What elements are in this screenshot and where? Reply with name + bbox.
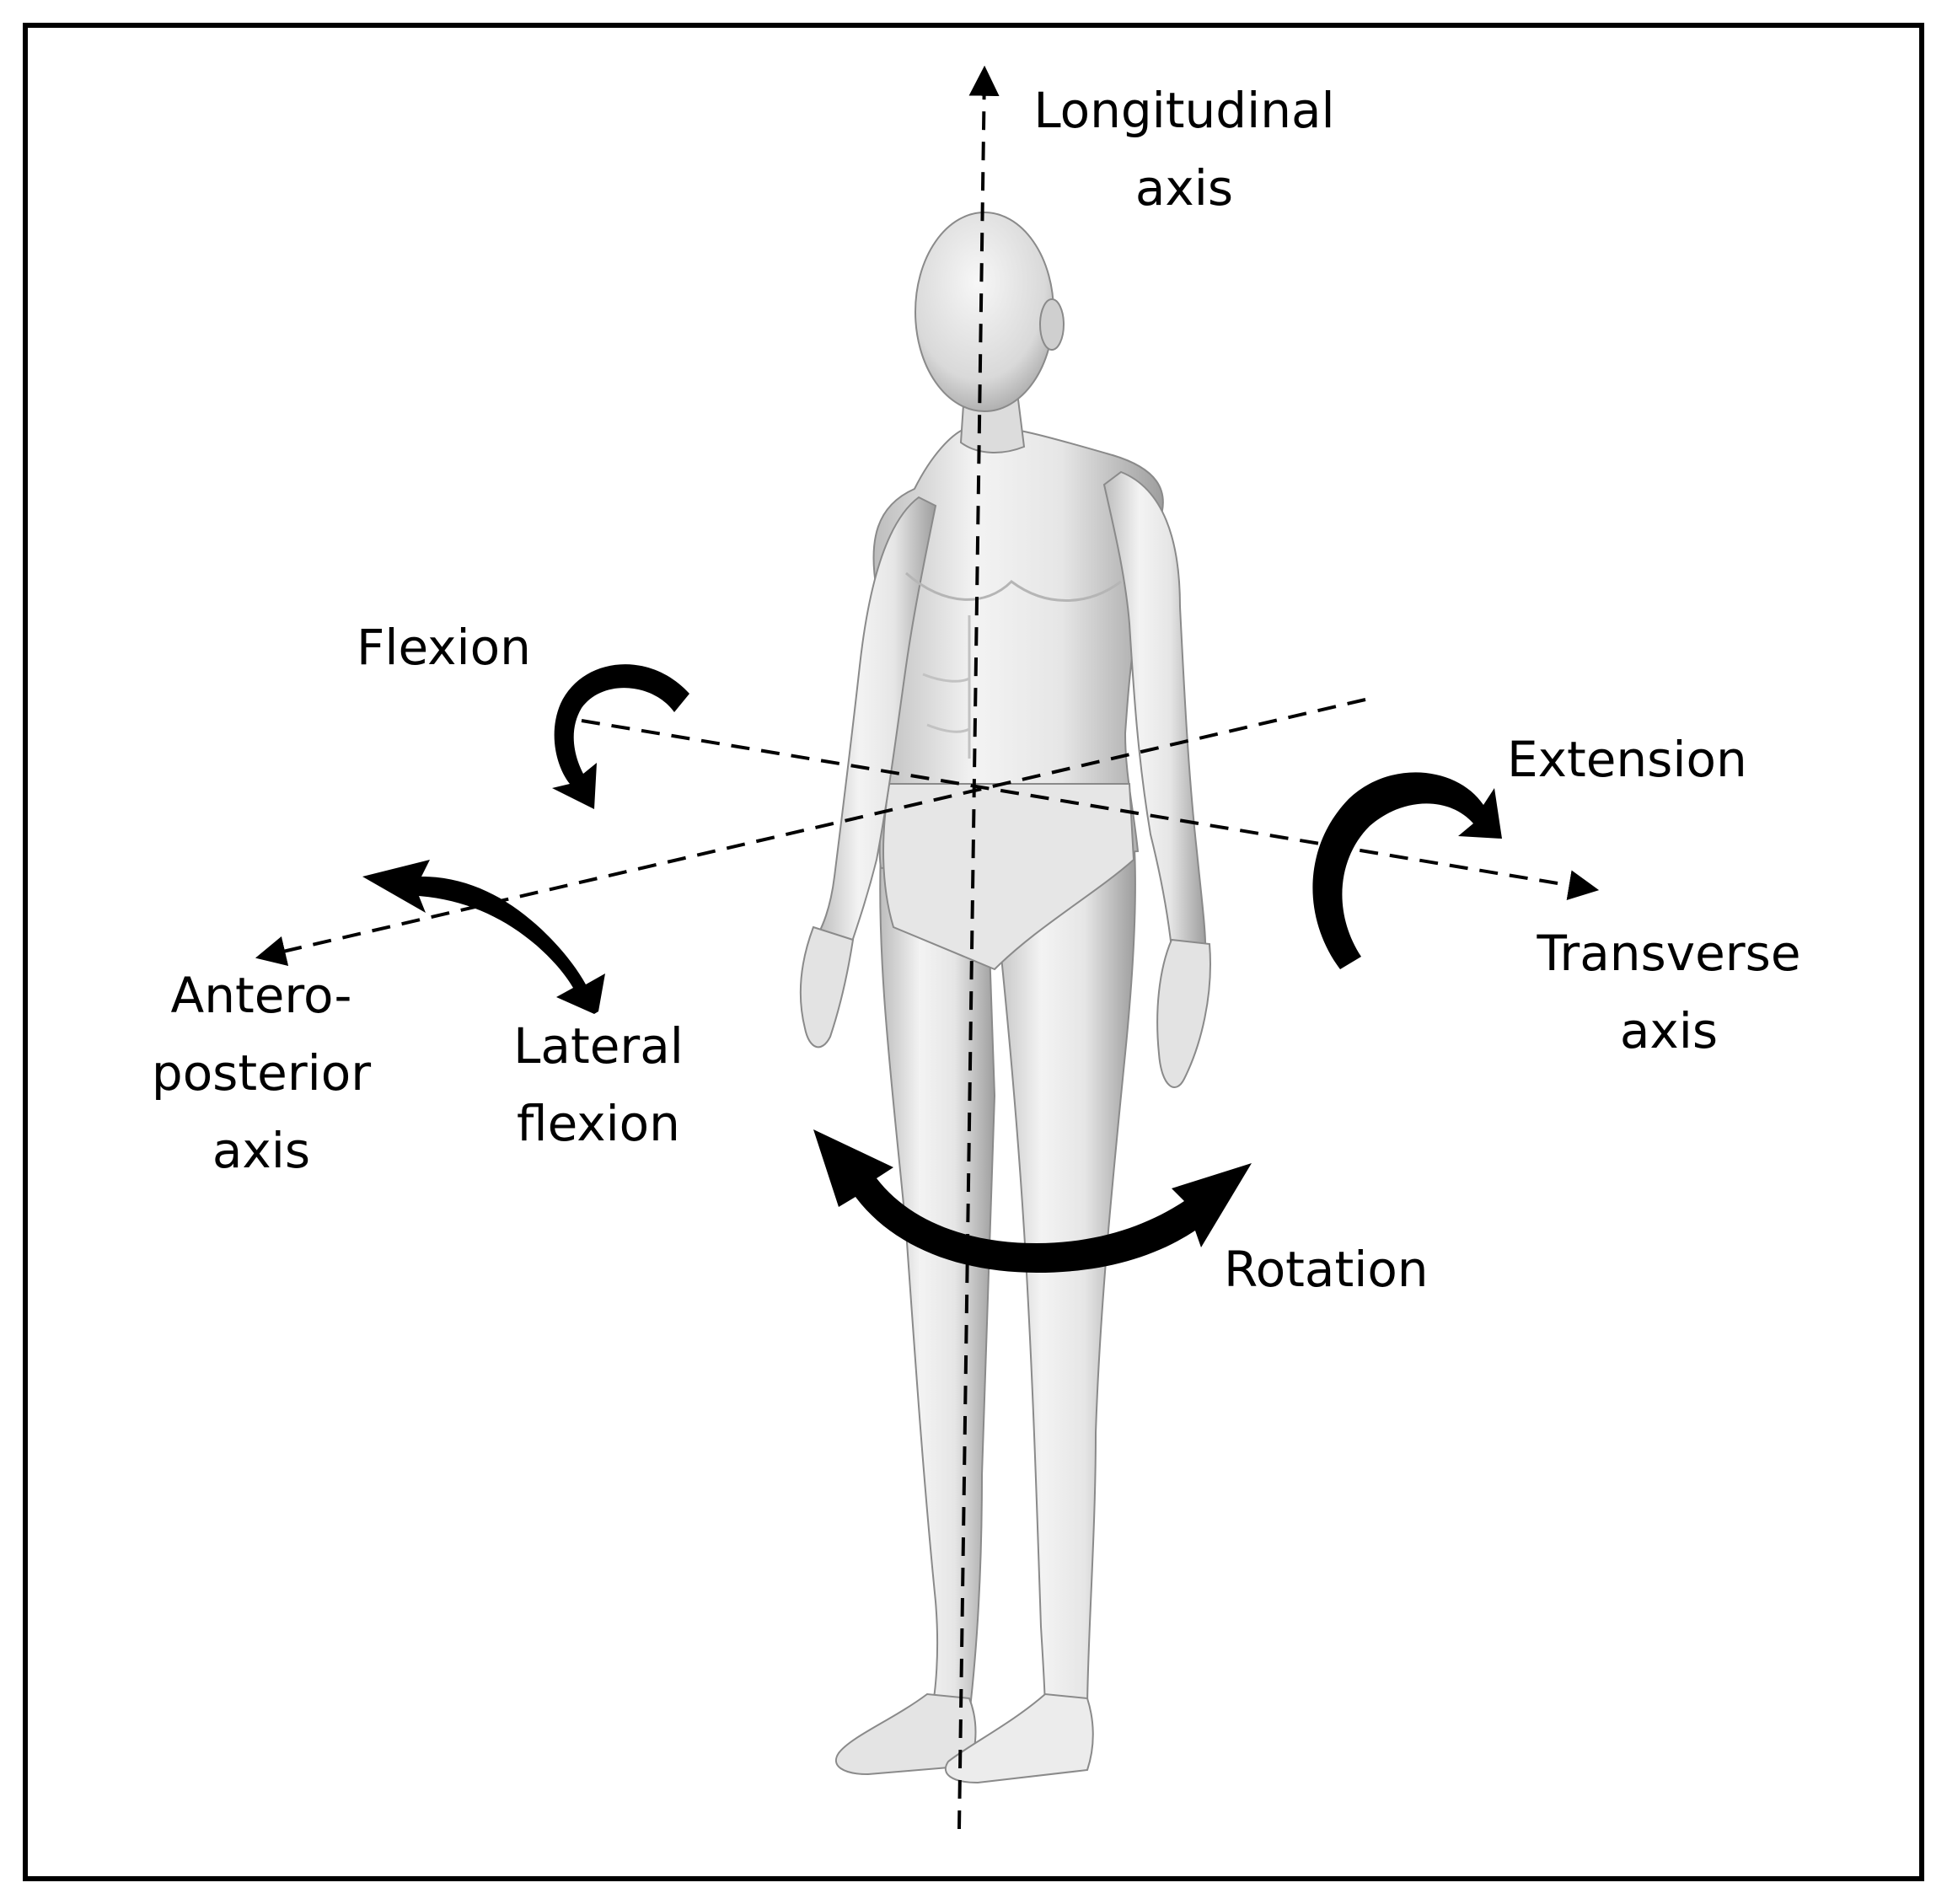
- ear: [1039, 298, 1065, 351]
- transverse-axis-label-line2: axis: [1619, 1002, 1719, 1059]
- longitudinal-axis-label-line2: axis: [1134, 159, 1234, 217]
- lateral-flexion-label: Lateral flexion: [480, 1007, 716, 1162]
- extension-arrow: [1312, 772, 1502, 969]
- left-hand: [799, 925, 855, 1049]
- rotation-arrow: [813, 1129, 1252, 1273]
- rotation-label: Rotation: [1224, 1241, 1429, 1298]
- transverse-axis-line: [581, 719, 1600, 901]
- lateral-flexion-label-line2: flexion: [517, 1095, 680, 1152]
- anteroposterior-axis-line: [255, 698, 1366, 967]
- flexion-arrow: [552, 664, 689, 809]
- right-hand: [1156, 938, 1211, 1088]
- anteroposterior-axis-label: Antero- posterior axis: [126, 957, 396, 1189]
- axes: [255, 65, 1600, 1830]
- extension-label: Extension: [1507, 731, 1747, 788]
- transverse-axis-label-line1: Transverse: [1537, 925, 1801, 982]
- longitudinal-axis-line: [957, 65, 1000, 1830]
- chest-line: [905, 571, 1122, 602]
- lateral-flexion-arrow: [362, 860, 605, 1014]
- transverse-axis-label: Transverse axis: [1509, 914, 1829, 1070]
- anteroposterior-axis-label-line3: axis: [212, 1122, 311, 1179]
- flexion-label: Flexion: [357, 619, 531, 676]
- right-foot: [944, 1692, 1094, 1784]
- longitudinal-axis-label-line1: Longitudinal: [1033, 82, 1335, 139]
- anteroposterior-axis-label-line1: Antero-: [170, 967, 352, 1024]
- pelvis: [882, 783, 1135, 971]
- left-foot: [834, 1692, 977, 1776]
- head: [914, 212, 1054, 412]
- abdomen-line: [922, 615, 971, 759]
- anteroposterior-axis-label-line2: posterior: [151, 1044, 372, 1102]
- movement-arrows: [362, 664, 1502, 1273]
- frame-border: [23, 23, 1924, 1881]
- left-leg: [879, 850, 996, 1717]
- human-figure: [799, 212, 1211, 1784]
- longitudinal-axis-label: Longitudinal axis: [1007, 72, 1361, 227]
- right-leg: [989, 833, 1136, 1712]
- lateral-flexion-label-line1: Lateral: [513, 1017, 684, 1075]
